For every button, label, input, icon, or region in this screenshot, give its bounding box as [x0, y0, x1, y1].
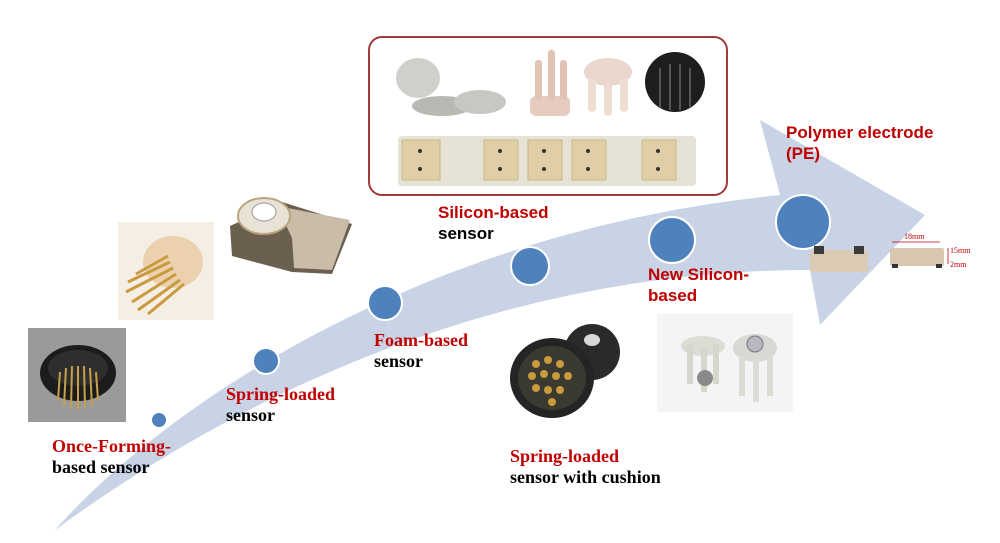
new-silicon-sensor-image: [657, 314, 793, 412]
stage-dot-6: [775, 194, 831, 250]
stage-label-new-silicon-based: New Silicon-based: [648, 264, 778, 306]
stage-dot-5: [648, 216, 696, 264]
pe-dimension-diagram: 18mm 15mm 2mm: [884, 232, 974, 274]
polymer-electrode-image: [808, 244, 870, 278]
stage-label-red: Polymer electrode (PE): [786, 123, 934, 163]
pe-width-label: 15mm: [950, 246, 971, 255]
stage-label-polymer-electrode: Polymer electrode (PE): [786, 122, 956, 164]
arrow-shape: [55, 120, 925, 530]
pe-height-label: 2mm: [950, 260, 967, 269]
stage-label-spring-loaded: Spring-loaded sensor: [226, 384, 335, 426]
stage-label-silicon-based: Silicon-based sensor: [438, 202, 549, 244]
spring-loaded-cushion-sensor-image: [496, 314, 624, 424]
stage-label-black: based sensor: [52, 457, 150, 477]
stage-dot-2: [252, 347, 280, 375]
stage-label-black: sensor: [374, 351, 423, 371]
stage-label-red: Once-Forming-: [52, 436, 171, 456]
once-forming-sensor-image: [28, 328, 126, 422]
stage-dot-4: [510, 246, 550, 286]
silicon-sensor-image-box: [368, 36, 728, 196]
stage-dot-1: [150, 411, 168, 429]
foam-based-sensor-image: [222, 186, 360, 278]
stage-label-red: Foam-based: [374, 330, 468, 350]
spring-loaded-sensor-image: [118, 222, 214, 320]
stage-label-foam-based: Foam-based sensor: [374, 330, 468, 372]
stage-label-black: sensor: [438, 224, 494, 243]
stage-label-red: Spring-loaded: [226, 384, 336, 404]
pe-length-label: 18mm: [904, 232, 925, 241]
stage-label-black: sensor: [226, 405, 275, 425]
stage-label-red: Silicon-based: [438, 203, 549, 222]
stage-label-red: New Silicon-based: [648, 265, 750, 305]
stage-label-red: Spring-loaded: [510, 446, 620, 466]
stage-label-black: sensor with cushion: [510, 467, 661, 487]
stage-label-once-forming: Once-Forming- based sensor: [52, 436, 171, 478]
stage-dot-3: [367, 285, 403, 321]
stage-label-spring-loaded-cushion: Spring-loaded sensor with cushion: [510, 446, 661, 488]
